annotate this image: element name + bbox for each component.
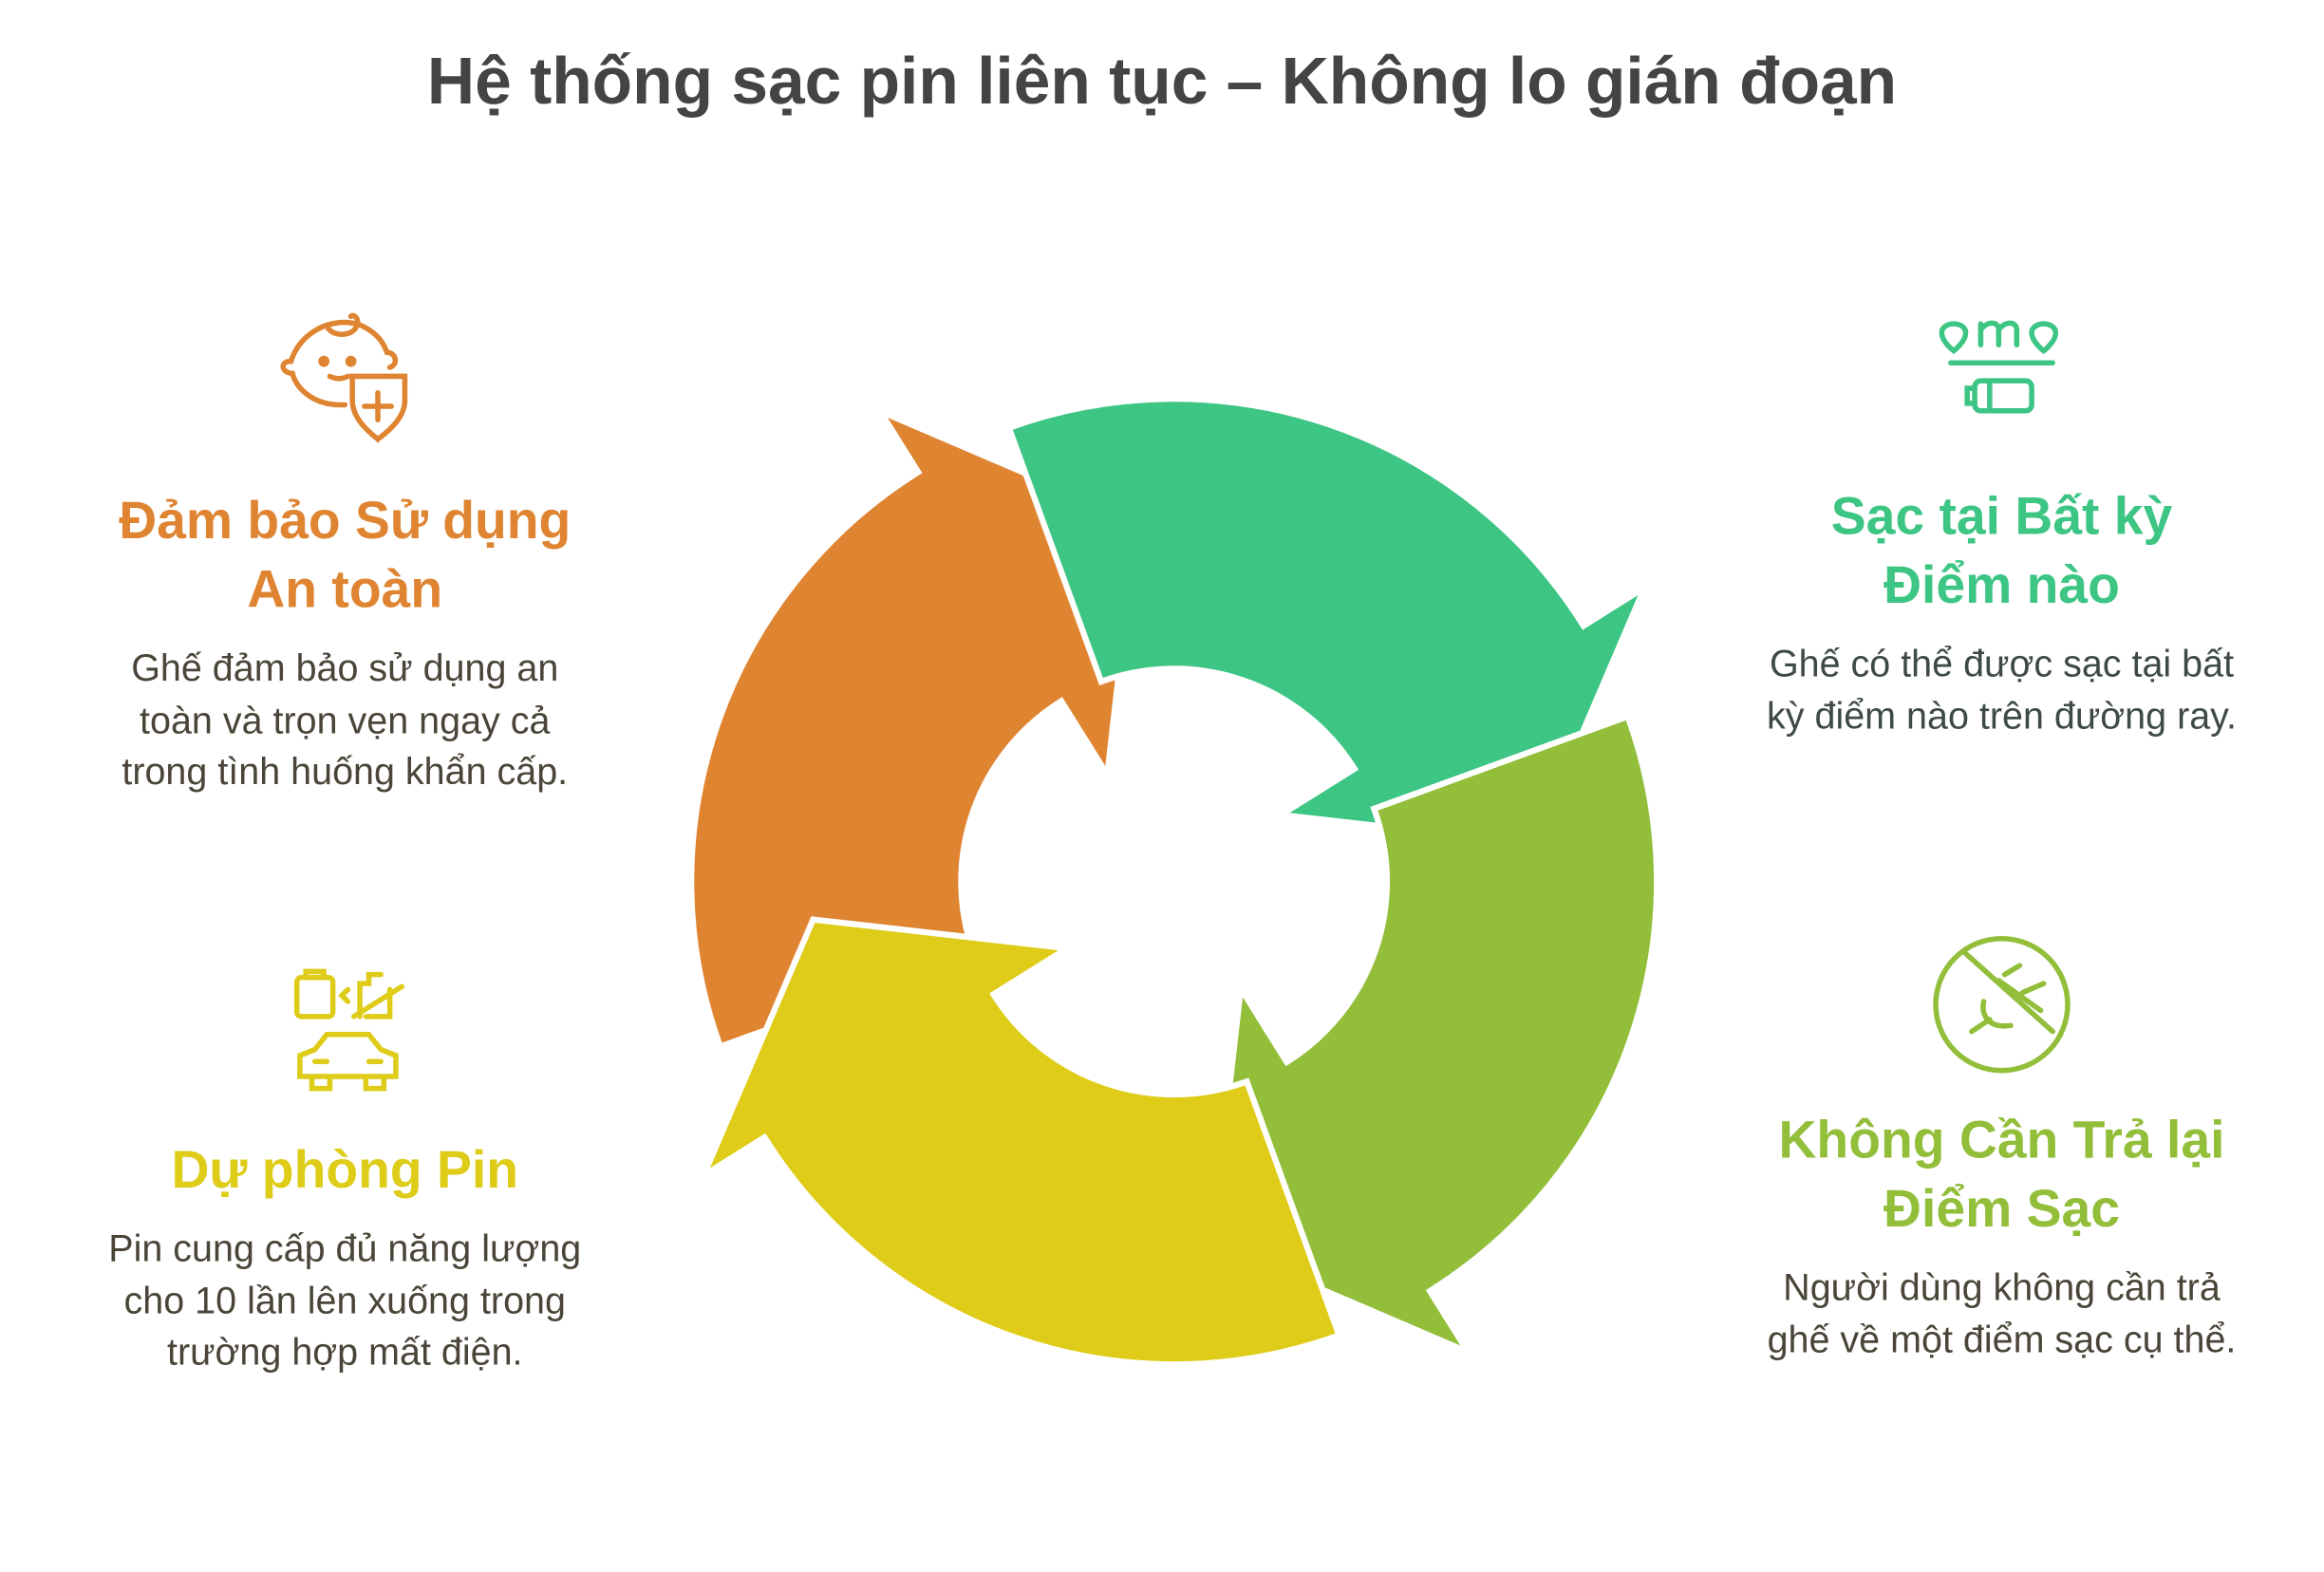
rail-charging-icon: [1939, 320, 2059, 414]
item-safe-use: Đảm bảo Sử dụng An toàn Ghế đảm bảo sử d…: [105, 308, 585, 798]
no-plug-icon: [1933, 935, 2071, 1074]
cycle-arrow-no-return: [1209, 712, 1660, 1359]
item-charge-anywhere: Sạc tại Bất kỳ Điểm nào Ghế có thể được …: [1762, 315, 2241, 742]
item-title: Đảm bảo Sử dụng An toàn: [119, 492, 572, 620]
item-description: Ghế có thể được sạc tại bất kỳ điểm nào …: [1767, 643, 2237, 738]
cycle-arrow-safe-use: [688, 404, 1140, 1051]
item-title: Không Cần Trả lại Điểm Sạc: [1778, 1111, 2225, 1239]
item-title: Sạc tại Bất kỳ Điểm nào: [1830, 487, 2173, 615]
item-title: Dự phòng Pin: [171, 1140, 519, 1200]
item-no-return: Không Cần Trả lại Điểm Sạc Người dùng kh…: [1762, 932, 2241, 1365]
cycle-arrow-charge-anywhere: [1004, 396, 1652, 848]
item-description: Pin cung cấp đủ năng lượng cho 10 lần lê…: [108, 1227, 582, 1374]
battery-car-icon: [293, 968, 405, 1092]
page-title: Hệ thống sạc pin liên tục – Không lo giá…: [426, 45, 1898, 119]
item-description: Người dùng không cần trả ghế về một điểm…: [1767, 1266, 2237, 1361]
cycle-arrow-battery-backup: [697, 916, 1343, 1368]
item-description: Ghế đảm bảo sử dụng an toàn và trọn vẹn …: [122, 647, 569, 794]
item-battery-backup: Dự phòng Pin Pin cung cấp đủ năng lượng …: [105, 963, 585, 1378]
baby-shield-icon: [280, 312, 408, 443]
